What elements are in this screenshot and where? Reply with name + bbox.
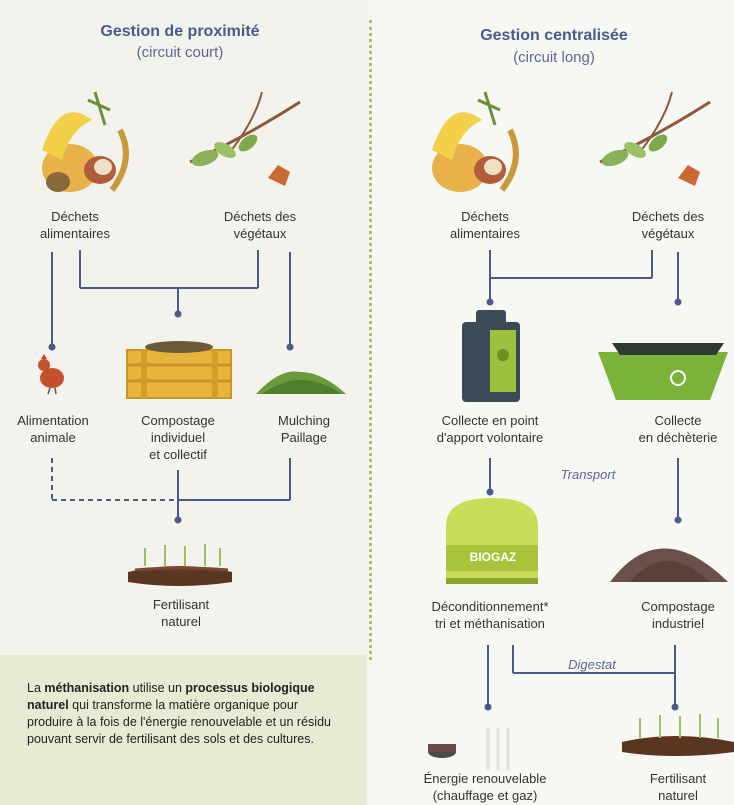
- right-title: Gestion centralisée: [480, 27, 628, 44]
- fertilizer-icon-left: [128, 544, 232, 586]
- methanisation-info-text: La méthanisation utilise un processus bi…: [27, 681, 331, 746]
- food-waste-icon-left: [42, 91, 129, 192]
- plant-waste-icon-left: [189, 91, 301, 186]
- left-arrow-dots: [48, 310, 294, 524]
- energy-label: Énergie renouvelable(chauffage et gaz): [423, 771, 547, 803]
- digestat-label: Digestat: [568, 657, 616, 672]
- right-arrow-dots: [484, 298, 682, 711]
- right-panel: [373, 0, 734, 805]
- mulch-pile-icon: [256, 371, 346, 394]
- dotted-divider: [369, 20, 372, 660]
- right-subtitle: (circuit long): [513, 49, 595, 66]
- biogas-tank-icon: [446, 498, 538, 584]
- transport-label: Transport: [560, 467, 616, 482]
- food-waste-icon-right: [432, 91, 519, 192]
- biogaz-label: BIOGAZ: [469, 550, 517, 564]
- deconditioning-label: Déconditionnement*tri et méthanisation: [431, 599, 549, 631]
- drop-off-container-icon: [462, 310, 520, 402]
- left-title: Gestion de proximité: [100, 23, 260, 40]
- info-box: [0, 655, 366, 805]
- compost-bin-icon: [126, 341, 232, 399]
- chicken-icon: [38, 354, 64, 395]
- left-subtitle: (circuit court): [136, 44, 224, 61]
- fertilizer-icon-right: [622, 714, 734, 756]
- energy-icon: [428, 728, 510, 770]
- compost-heap-icon: [610, 548, 728, 582]
- right-connectors: [487, 250, 679, 705]
- dumpster-icon: [598, 343, 728, 400]
- left-connectors: [51, 250, 291, 518]
- plant-waste-icon-right: [599, 91, 711, 186]
